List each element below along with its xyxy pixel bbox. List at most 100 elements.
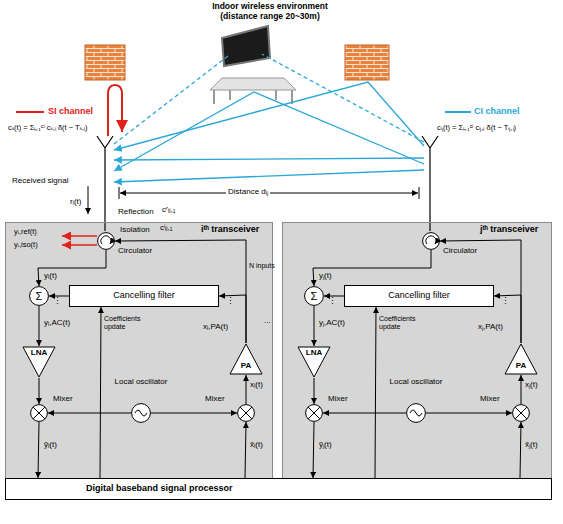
signal-label: cᵢᵢ(t) = Σₗ₌₁ᶜⁱ cᵢᵢ,ₗ δ(t − Tᵢᵢ,ₗ) — [8, 124, 88, 133]
pa-triangle — [230, 344, 262, 374]
node-circle — [132, 404, 151, 423]
signal-label: yᵢ,AC(t) — [44, 318, 70, 327]
signal-wire — [426, 413, 512, 414]
signal-label: ỹᵢ(t) — [44, 440, 57, 449]
legend-line — [445, 111, 471, 113]
signal-wire — [151, 413, 237, 414]
node-circle — [238, 405, 255, 422]
wall — [345, 45, 389, 80]
ellipsis: ⋮ — [501, 296, 510, 306]
signal-wire — [520, 422, 521, 478]
signal-label: cᵢⱼ(t) = Σₗ₌₁ᶜⁱ cᵢⱼ,ₗ δ(t − Tᵢⱼ,ₗ) — [437, 124, 516, 133]
node-text: Σ — [29, 286, 49, 306]
signal-wire — [48, 413, 131, 414]
ci-paths — [114, 54, 424, 182]
signal-label: xⱼ,PA(t) — [478, 322, 503, 331]
node-circle — [423, 233, 440, 250]
signal-label: Isolation — [120, 225, 150, 234]
node-circle — [407, 404, 426, 423]
antenna — [97, 136, 113, 231]
signal-label: xᵢ(t) — [250, 380, 263, 389]
circle-node: Σ — [29, 286, 49, 306]
amplifier-triangle: LNA — [22, 346, 56, 378]
node-circle — [98, 233, 115, 250]
signal-label: x̃ⱼ(t) — [525, 440, 538, 449]
node-shape — [504, 343, 538, 375]
lna-triangle — [23, 347, 55, 377]
node-text: Mixer — [328, 395, 348, 404]
tv-screen — [222, 26, 270, 66]
signal-wire — [314, 378, 315, 404]
node-text: LNA — [22, 349, 56, 358]
ellipsis: ⋮ — [226, 296, 235, 306]
node-text: PA — [229, 362, 263, 371]
signal-label: yⱼ,AC(t) — [319, 318, 345, 327]
received-arrow — [88, 186, 89, 214]
ellipsis: ⋮ — [53, 296, 62, 306]
node-text: iᵗʰ transceiver — [201, 225, 259, 235]
node-text: Mixer — [480, 395, 500, 404]
node-text: Cancelling filter — [70, 286, 218, 306]
signal-label: Coefficients update — [379, 315, 429, 331]
lna-triangle — [298, 347, 330, 377]
circle-node: Circulator — [97, 232, 115, 250]
signal-label: Reflection — [118, 207, 154, 216]
node-text: Mixer — [53, 395, 73, 404]
filter-box: Cancelling filter — [344, 285, 494, 307]
signal-wire — [521, 375, 522, 404]
circle-node: Mixer — [512, 404, 530, 422]
circle-node: Mixer — [30, 404, 48, 422]
node-text: Cancelling filter — [345, 286, 493, 306]
circle-node: Local oscillator — [406, 403, 426, 423]
node-shape — [422, 232, 440, 250]
signal-wire — [323, 413, 406, 414]
circle-node: Mixer — [237, 404, 255, 422]
signal-wire — [375, 307, 376, 478]
node-text: PA — [504, 362, 538, 371]
node-text: LNA — [297, 349, 331, 358]
signal-label: yⱼ(t) — [319, 271, 332, 280]
circle-node: Mixer — [305, 404, 323, 422]
signal-wire — [494, 295, 521, 343]
filter-box: Cancelling filter — [69, 285, 219, 307]
transceiver-ground — [282, 222, 552, 484]
antenna — [422, 136, 438, 231]
oscillator-wave — [410, 410, 422, 416]
signal-wire — [38, 250, 106, 286]
signal-wire — [314, 306, 315, 346]
signal-label: yᵢ(t) — [44, 271, 57, 280]
amplifier-triangle: LNA — [297, 346, 331, 378]
node-shape — [131, 403, 151, 423]
circle-node: Σ — [304, 286, 324, 306]
node-text: Local oscillator — [113, 378, 169, 387]
circulator-arrow — [101, 236, 111, 244]
pa-triangle — [505, 344, 537, 374]
signal-label: cʳᵢᵢ,₁ — [162, 205, 175, 214]
node-shape — [229, 343, 263, 375]
node-text: Mixer — [205, 395, 225, 404]
node-text: jᵗʰ transceiver — [480, 225, 538, 235]
mixer-cross — [33, 407, 45, 419]
legend-line — [16, 111, 44, 113]
signal-label: x̃ᵢ(t) — [250, 440, 263, 449]
node-circle — [513, 405, 530, 422]
signal-label: yᵢ,ref(t) — [14, 228, 37, 237]
node-shape — [305, 404, 323, 422]
node-text: Circulator — [118, 247, 152, 256]
signal-wire — [219, 295, 246, 343]
mixer-cross — [240, 407, 252, 419]
node-circle — [30, 287, 49, 306]
si-path — [108, 85, 122, 136]
circle-node: Local oscillator — [131, 403, 151, 423]
node-circle — [305, 287, 324, 306]
title: Indoor wireless environment (distance ra… — [205, 2, 335, 22]
signal-wire — [313, 250, 431, 286]
node-text: Local oscillator — [388, 378, 444, 387]
signal-label: rᵢ(t) — [70, 197, 81, 206]
reflection-arrow — [62, 235, 97, 237]
signal-label: Distance dᵢⱼ — [226, 187, 270, 196]
signal-wire — [38, 422, 39, 478]
node-circle — [306, 405, 323, 422]
signal-wire — [100, 307, 101, 478]
